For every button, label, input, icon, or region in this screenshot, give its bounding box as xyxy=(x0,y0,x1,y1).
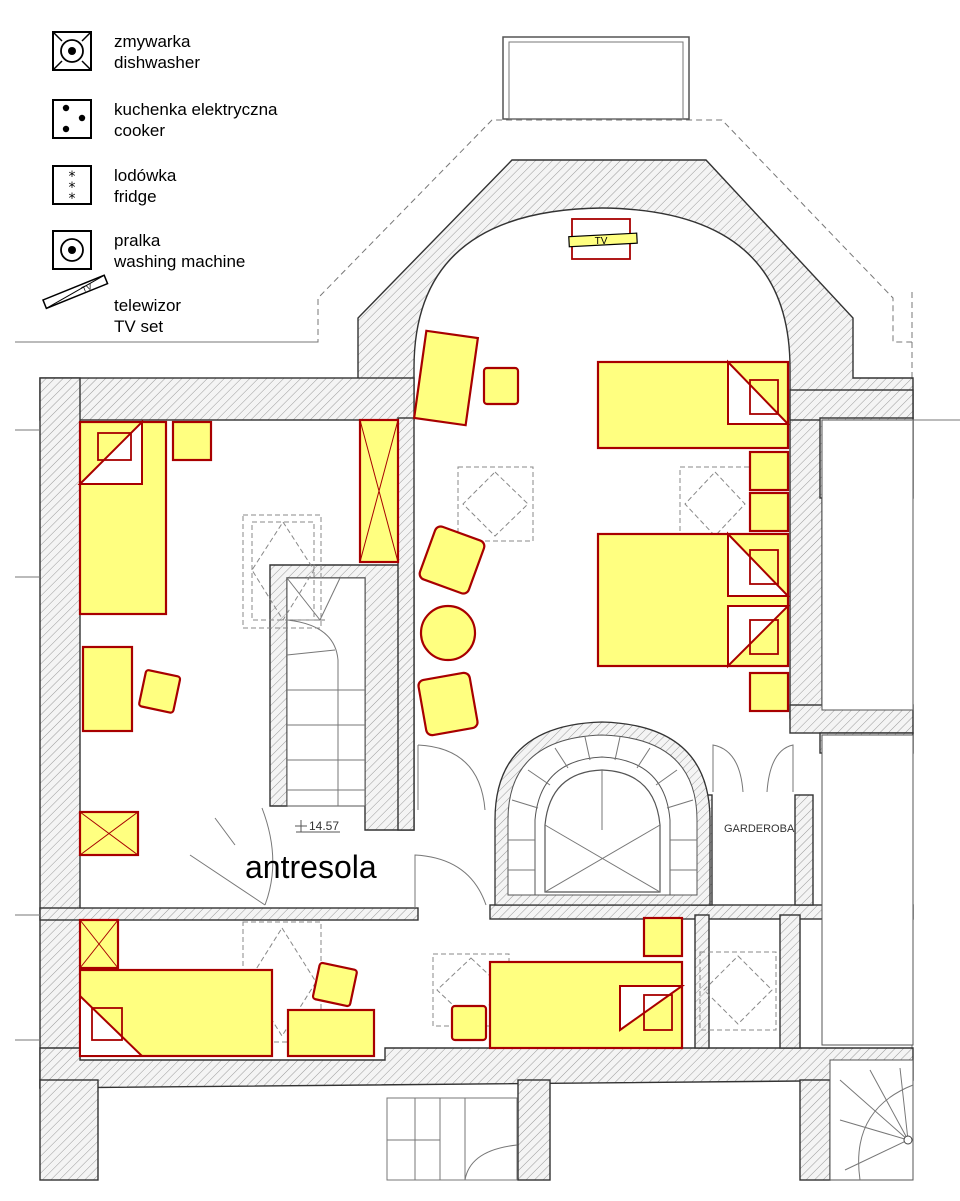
svg-text:*: * xyxy=(69,180,76,196)
furniture: TV xyxy=(77,218,791,1058)
floor-name: antresola xyxy=(245,849,377,885)
chair-left xyxy=(138,669,182,714)
chair-tower xyxy=(482,366,520,406)
box-left xyxy=(78,810,140,857)
bed-double xyxy=(596,531,791,669)
walls xyxy=(39,159,914,1181)
desk-tower xyxy=(412,329,480,427)
doors xyxy=(189,744,794,908)
legend-cooker-pl: kuchenka elektryczna xyxy=(114,100,278,119)
cooker-icon xyxy=(52,99,92,139)
legend-tv-pl: telewizor xyxy=(114,296,181,315)
tv-label: TV xyxy=(595,236,608,247)
legend-fridge-pl: lodówka xyxy=(114,166,177,185)
stairs xyxy=(286,577,366,807)
legend-dishwasher-en: dishwasher xyxy=(114,53,200,72)
svg-text:TV: TV xyxy=(80,282,93,294)
desk-left xyxy=(81,645,134,733)
legend-fridge-en: fridge xyxy=(114,187,157,206)
bed-lower-right xyxy=(488,960,686,1050)
level-marker: 14.57 xyxy=(295,819,340,833)
box-lower-left xyxy=(78,918,120,970)
armchair-upper xyxy=(418,525,486,595)
chair-lower xyxy=(311,961,358,1008)
fridge-icon: * * * xyxy=(52,165,92,207)
legend-washer-en: washing machine xyxy=(113,252,245,271)
edge-ticks xyxy=(15,429,40,1041)
bed-right-top xyxy=(596,359,791,450)
coffee-table xyxy=(419,604,477,662)
nightstand-right-2 xyxy=(748,491,790,533)
svg-text:*: * xyxy=(69,169,76,185)
nightstand-left xyxy=(171,420,213,462)
arch-window xyxy=(494,721,711,906)
dishwasher-icon xyxy=(52,31,92,71)
washing-machine-icon xyxy=(52,230,92,270)
bed-lower-left xyxy=(78,968,274,1058)
stairs-lower xyxy=(386,1097,518,1181)
level-value: 14.57 xyxy=(309,819,339,833)
nightstand-lower xyxy=(642,916,684,958)
wardrobe-label: GARDEROBA xyxy=(724,823,795,835)
desk-lower xyxy=(286,1008,376,1058)
bed-left-top xyxy=(77,419,168,616)
nightstand-right-1 xyxy=(748,450,790,492)
svg-text:*: * xyxy=(69,191,76,207)
chair-lower-right xyxy=(450,1004,488,1042)
wardrobe-left xyxy=(358,418,400,564)
legend-cooker-en: cooker xyxy=(114,121,165,140)
legend: zmywarka dishwasher kuchenka elektryczna… xyxy=(42,31,278,336)
legend-washer-pl: pralka xyxy=(114,231,161,250)
legend-tv-en: TV set xyxy=(114,317,163,336)
legend-dishwasher-pl: zmywarka xyxy=(114,32,191,51)
nightstand-right-3 xyxy=(748,671,790,713)
tv-icon: TV xyxy=(42,274,109,310)
tv-set: TV xyxy=(568,218,638,260)
spiral-stair xyxy=(829,1059,914,1181)
balcony xyxy=(502,36,690,120)
armchair-lower xyxy=(417,671,479,737)
